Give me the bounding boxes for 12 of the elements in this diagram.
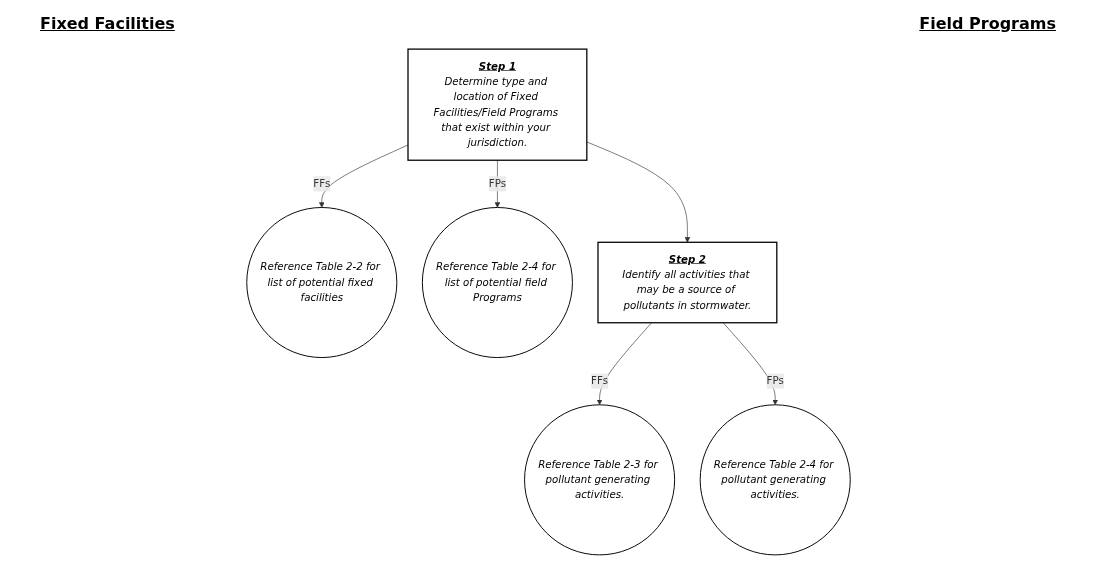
node-circle: Reference Table 2-3 for pollutant generating activities. xyxy=(523,404,675,556)
node-circle: Reference Table 2-4 for list of potential field Programs xyxy=(421,207,573,359)
edge-label: FPs xyxy=(766,374,784,387)
edge-label: FFs xyxy=(312,177,330,190)
edge-label: FFs xyxy=(590,374,608,387)
node-circle: Reference Table 2-4 for pollutant generating activities. xyxy=(699,404,851,556)
edge-label: FPs xyxy=(488,177,506,190)
node-box: Step 1 Determine type and location of Fixed Facilities/Field Programs that exist within your jurisdiction. xyxy=(406,48,587,161)
column-heading: Field Programs xyxy=(919,14,1056,33)
node-box: Step 2 Identify all activities that may be a source of pollutants in stormwater. xyxy=(596,241,777,324)
node-circle: Reference Table 2-2 for list of potential fixed facilities xyxy=(245,207,397,359)
column-heading: Fixed Facilities xyxy=(40,14,175,33)
